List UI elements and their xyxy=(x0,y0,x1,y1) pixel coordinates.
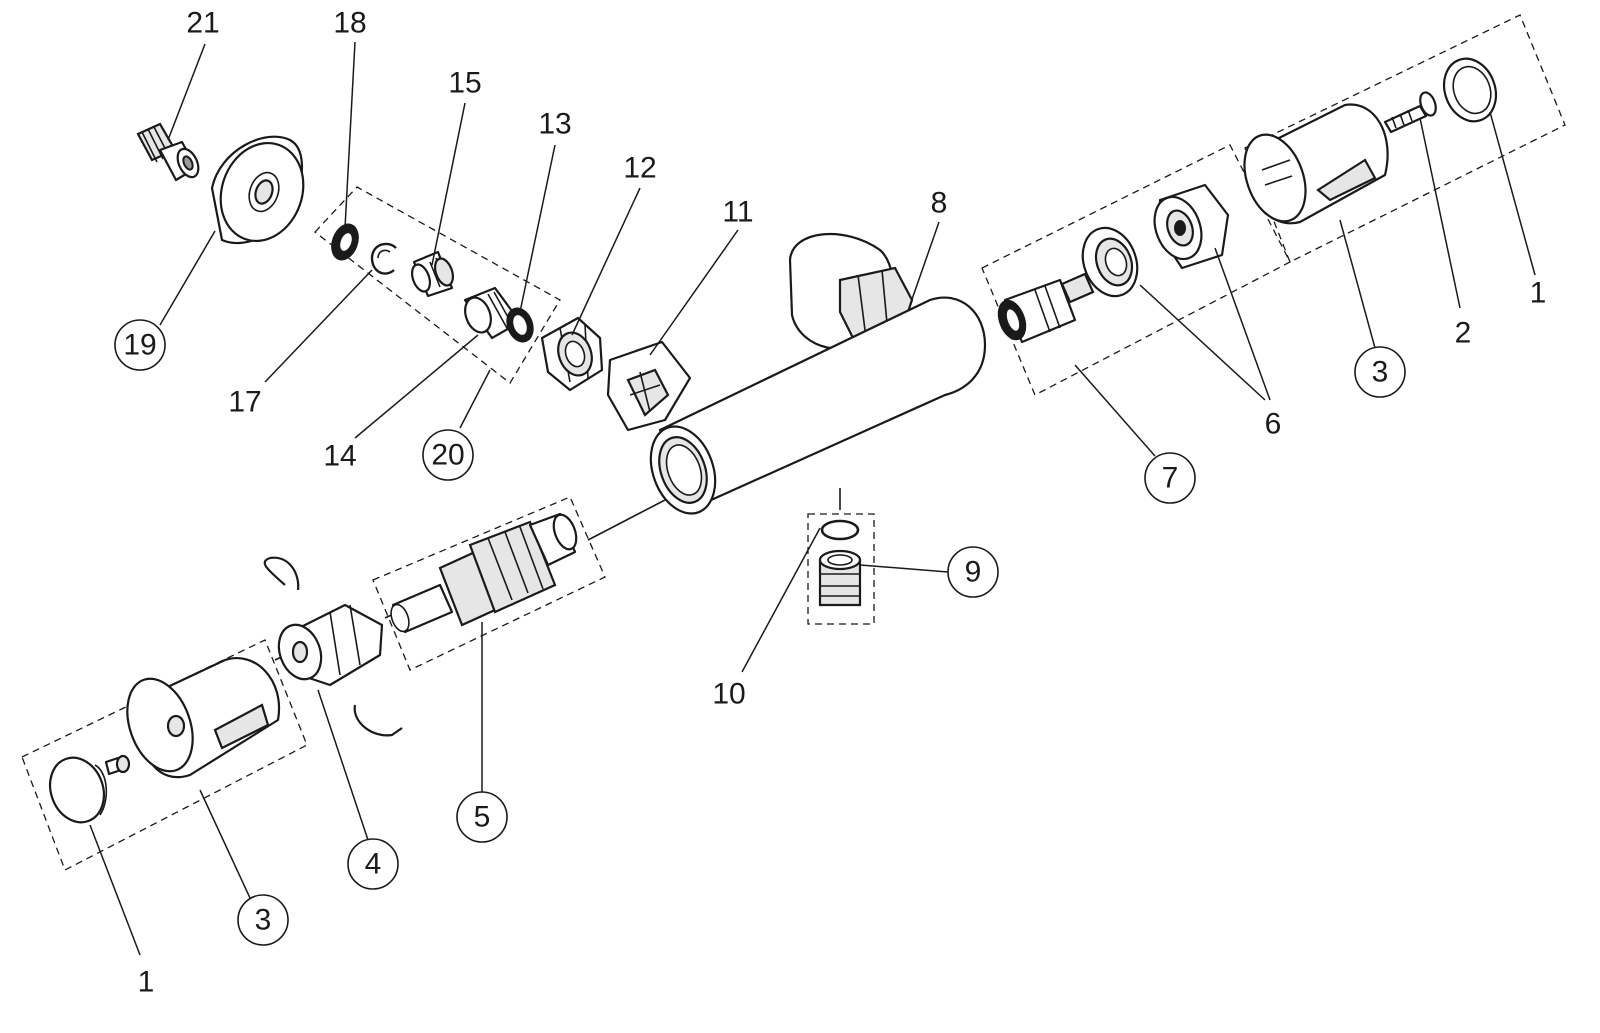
callout-circle-7 xyxy=(1144,452,1196,504)
callout-19: 19 xyxy=(123,329,156,362)
part-9-outlet-insert xyxy=(818,549,862,607)
part-21-connector xyxy=(136,122,200,182)
group-box-3-right xyxy=(1244,14,1566,263)
part-12-nut xyxy=(540,316,604,392)
part-19-wall-rosette xyxy=(210,135,305,245)
part-8-body xyxy=(649,232,987,515)
part-13-o-ring xyxy=(506,307,534,343)
part-6-adapter-ring xyxy=(1081,226,1139,298)
callout-21: 21 xyxy=(186,7,219,40)
callout-15: 15 xyxy=(448,67,481,100)
part-10-o-ring xyxy=(820,519,860,541)
part-3-handle-right xyxy=(1243,103,1389,225)
part-17-circlip xyxy=(370,242,397,275)
group-box-9 xyxy=(807,513,875,625)
part-2-screw-left xyxy=(104,754,131,776)
callout-circle-3-left xyxy=(237,894,289,946)
part-11-bracket xyxy=(606,340,692,432)
callout-10: 10 xyxy=(712,678,745,711)
callout-circle-19 xyxy=(114,319,166,371)
part-5-thermo-cartridge xyxy=(390,512,578,634)
leader-lines xyxy=(89,41,1536,956)
part-6-stop-ring xyxy=(1153,183,1230,270)
callout-circle-5 xyxy=(456,791,508,843)
group-box-20 xyxy=(314,186,561,384)
callout-1-left: 1 xyxy=(138,966,155,999)
callout-7: 7 xyxy=(1162,462,1179,495)
callout-4: 4 xyxy=(365,848,382,881)
callout-6: 6 xyxy=(1265,408,1282,441)
part-15-check-valve xyxy=(410,250,455,298)
callout-8: 8 xyxy=(931,187,948,220)
callout-1-right: 1 xyxy=(1530,277,1547,310)
part-6-cartridge-right xyxy=(997,272,1095,344)
part-14-filter xyxy=(463,286,522,340)
part-1-cap-left xyxy=(48,756,108,824)
callout-9: 9 xyxy=(965,556,982,589)
callout-14: 14 xyxy=(323,440,356,473)
part-18-seal xyxy=(331,223,359,261)
callout-3-left: 3 xyxy=(255,904,272,937)
axis-line-cartridge xyxy=(587,499,666,541)
callout-circle-20 xyxy=(422,429,474,481)
callout-13: 13 xyxy=(538,108,571,141)
group-box-5 xyxy=(372,496,606,671)
part-2-screw xyxy=(1383,91,1437,134)
part-1-cap-right xyxy=(1442,57,1498,123)
callout-17: 17 xyxy=(228,386,261,419)
callout-20: 20 xyxy=(431,439,464,472)
callout-12: 12 xyxy=(623,152,656,185)
callout-circle-3-right xyxy=(1354,346,1406,398)
group-box-7 xyxy=(981,144,1291,396)
callout-3-right: 3 xyxy=(1372,356,1389,389)
callout-5: 5 xyxy=(474,801,491,834)
part-4-adapter xyxy=(263,556,403,737)
callout-circle-4 xyxy=(347,838,399,890)
part-3-handle-left xyxy=(126,657,281,779)
callout-circle-9 xyxy=(947,546,999,598)
callout-18: 18 xyxy=(333,7,366,40)
callout-2: 2 xyxy=(1455,317,1472,350)
callout-11: 11 xyxy=(722,196,753,229)
